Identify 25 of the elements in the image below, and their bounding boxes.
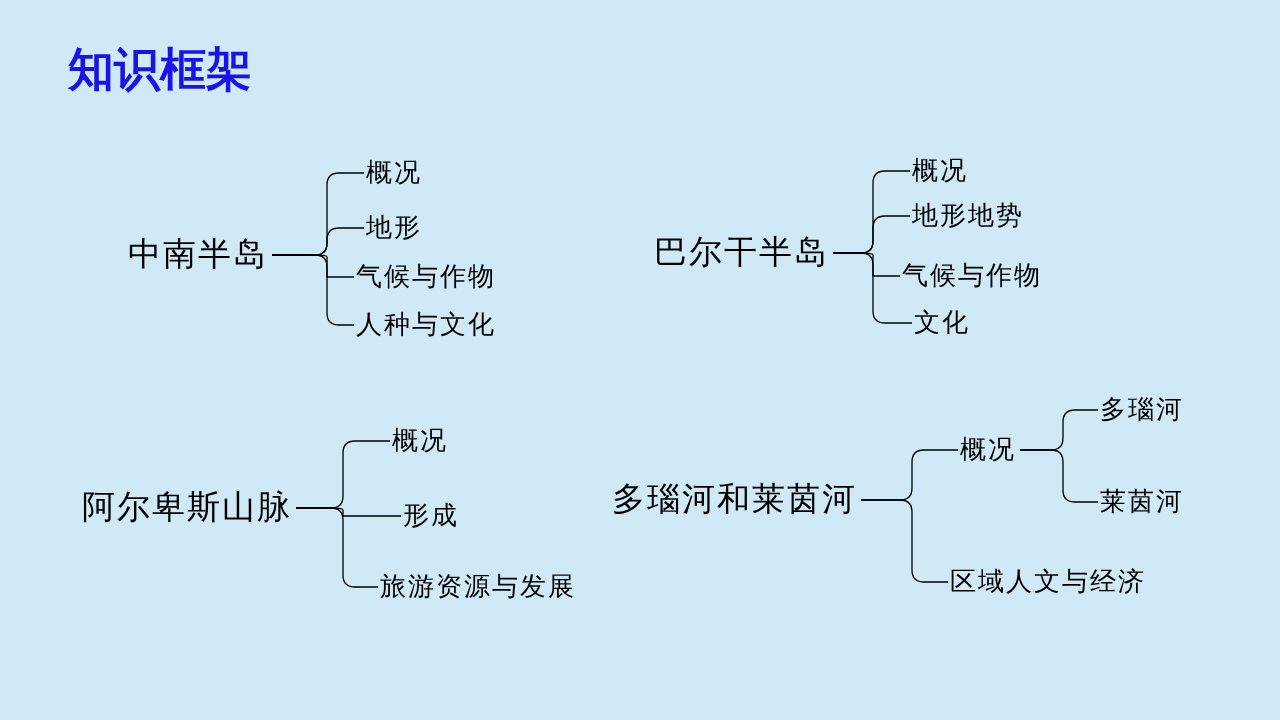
subtopic-label: 文化 [914,307,970,339]
subtopic-label: 多瑙河 [1100,394,1184,426]
title: 知识框架 [68,43,252,97]
subtopic-label: 莱茵河 [1100,486,1184,518]
subtopic-label: 地形地势 [912,200,1024,232]
topic-label: 多瑙河和莱茵河 [612,480,857,520]
brace-connector [832,252,913,324]
brace-connector [860,499,949,583]
subtopic-label: 概况 [366,157,422,189]
brace-connector [1019,449,1099,503]
subtopic-label: 形成 [403,500,459,532]
subtopic-label: 概况 [912,155,968,187]
brace-connector [271,254,355,326]
topic-label: 巴尔干半岛 [654,233,829,273]
subtopic-label: 人种与文化 [356,309,496,341]
subtopic-label: 旅游资源与发展 [380,571,576,603]
subtopic-label: 气候与作物 [356,261,496,293]
topic-label: 阿尔卑斯山脉 [82,488,292,528]
subtopic-label: 概况 [392,425,448,457]
brace-connector [295,507,379,588]
subtopic-label: 地形 [366,212,422,244]
subtopic-label: 区域人文与经济 [950,566,1146,598]
subtopic-label: 气候与作物 [902,260,1042,292]
subtopic-label: 概况 [960,434,1016,466]
topic-label: 中南半岛 [128,235,268,275]
